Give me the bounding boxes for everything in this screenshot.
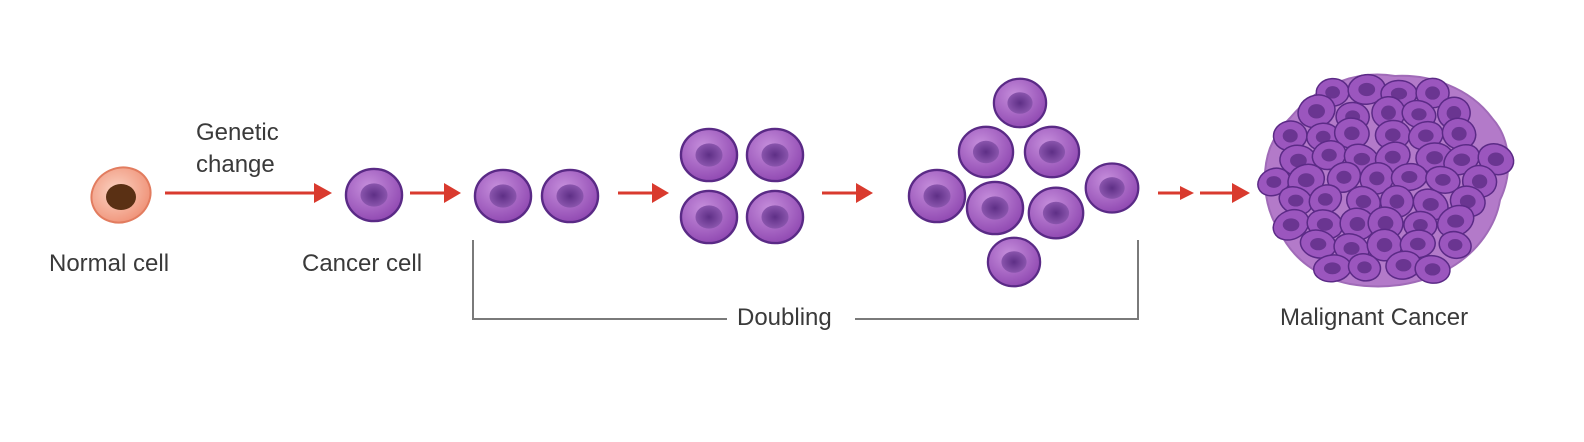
tumor-cell-nucleus [1422,197,1439,211]
doubling-bracket [472,240,1139,320]
progression-arrow-3 [822,183,873,203]
progression-arrow-2 [618,183,669,203]
tumor-cell-nucleus [1435,174,1451,186]
tumor-cell-nucleus [1395,258,1412,272]
tumor-cell-nucleus [1323,262,1341,275]
tumor-cell-nucleus [1376,238,1393,253]
tumor-cell-nucleus [1411,108,1427,121]
tumor-cell-nucleus [1369,171,1385,186]
tumor-cell-nucleus [1315,130,1331,144]
tumor-cell-nucleus [1384,128,1401,142]
genetic-change-label: Genetic change [196,119,279,178]
tumor-cell-nucleus [1381,105,1396,120]
tumor-cell-nucleus [1288,194,1304,207]
progression-arrow-4 [1158,183,1250,203]
two-cells-icon [473,168,600,224]
tumor-cell-nucleus [1451,126,1467,141]
tumor-cell-nucleus [1384,150,1401,164]
tumor-cell-nucleus [1317,193,1333,206]
normal-cell-label: Normal cell [49,250,170,277]
tumor-cell-nucleus [1487,152,1505,166]
tumor-cell-nucleus [1290,153,1307,168]
tumor-cell-nucleus [1390,87,1408,100]
tumor-cell-nucleus [1316,217,1334,231]
cancer-cell-icon [344,167,404,223]
tumor-cell-nucleus [1401,171,1418,183]
cancer-cell-label: Cancer cell [302,250,423,277]
malignant-cancer-icon [1257,73,1515,288]
progression-arrow-1 [410,183,461,203]
tumor-cell-nucleus [1453,153,1471,166]
doubling-label: Doubling [737,304,832,331]
tumor-cell-nucleus [1425,86,1440,100]
tumor-cell-nucleus [1418,129,1434,142]
tumor-cell-nucleus [1377,216,1394,231]
tumor-cell-nucleus [1426,151,1443,165]
tumor-cell-nucleus [1349,216,1366,232]
tumor-cell-nucleus [1355,195,1372,209]
tumor-cell-nucleus [1282,129,1298,143]
tumor-cell-nucleus [1447,239,1463,251]
tumor-cell-nucleus [1358,82,1376,97]
normal-cell-icon [90,166,152,224]
genetic-change-arrow [165,183,332,203]
tumor-cell-nucleus [1325,86,1340,99]
tumor-cell-nucleus [1282,218,1300,232]
tumor-cell-nucleus [1447,214,1465,228]
tumor-cell-nucleus [1412,218,1428,232]
tumor-cell-nucleus [1344,126,1360,141]
tumor-cell-nucleus [1343,242,1360,255]
tumor-cell-nucleus [1446,105,1462,121]
malignant-cancer-label: Malignant Cancer [1280,304,1469,331]
tumor-cell-nucleus [1336,170,1352,184]
tumor-cell-nucleus [1266,176,1282,188]
tumor-cell-nucleus [1357,261,1372,274]
tumor-cell-nucleus [1321,148,1337,162]
tumor-cell-nucleus [1459,194,1476,209]
tumor-cell-nucleus [1424,263,1441,276]
tumor-cell-nucleus [1353,152,1371,166]
tumor-cell-nucleus [1297,173,1315,188]
eight-cells-icon [907,77,1140,288]
tumor-cell-nucleus [1409,237,1426,251]
tumor-cell-nucleus [1308,104,1325,119]
tumor-cell-nucleus [1471,174,1488,189]
tumor-cell-nucleus [1389,194,1405,209]
tumor-cell-nucleus [1310,237,1327,251]
four-cells-icon [679,127,805,245]
